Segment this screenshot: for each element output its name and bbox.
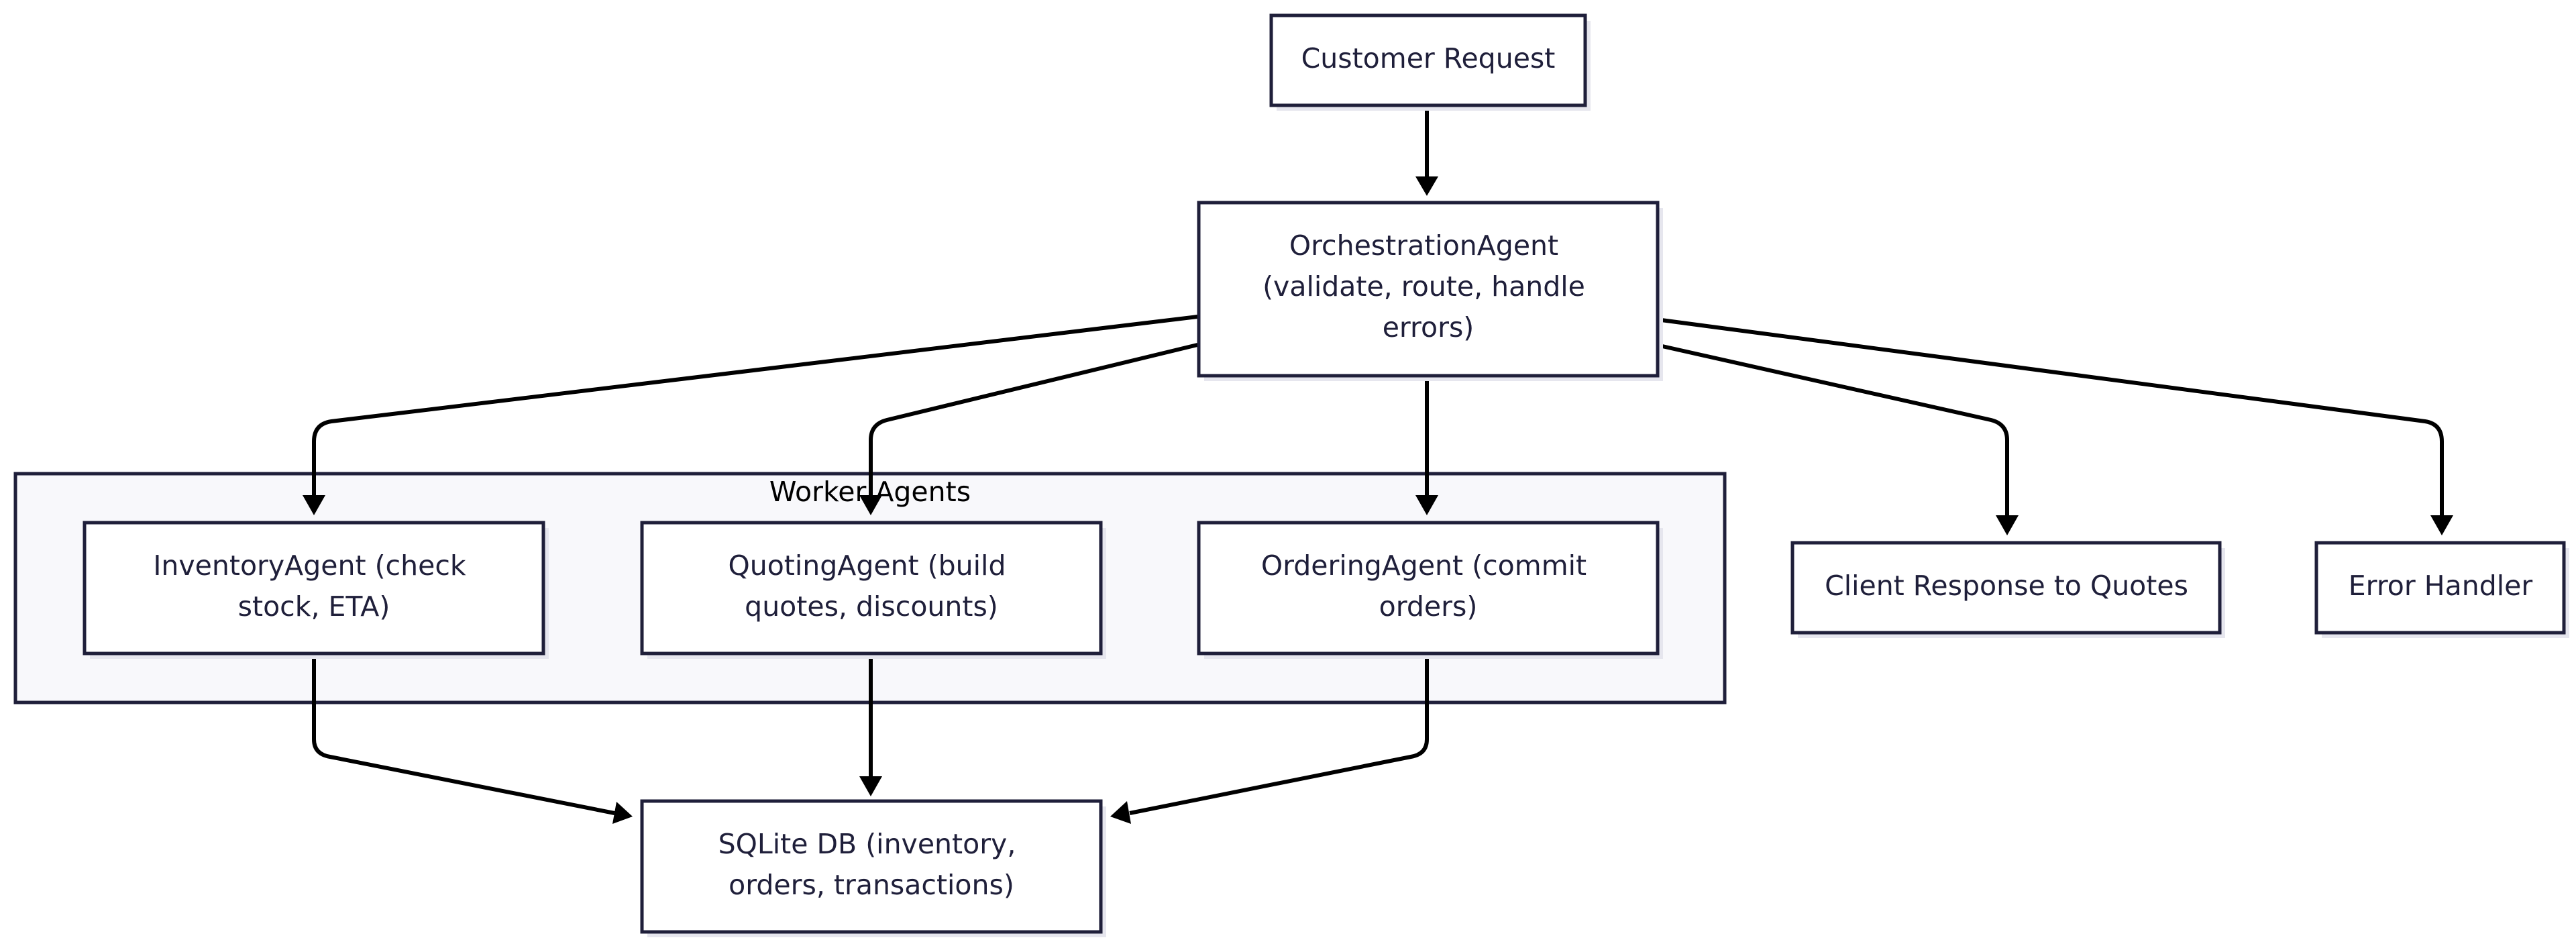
node-sqlite-db: SQLite DB (inventory, orders, transactio… bbox=[640, 799, 1106, 937]
quoting-agent-label-line1: QuotingAgent (build bbox=[728, 549, 1006, 582]
node-customer-request: Customer Request bbox=[1269, 13, 1591, 111]
svg-text:InventoryAgent (check st: InventoryAgent (check stock, ETA) bbox=[153, 549, 474, 623]
edge-orchestration-to-error-handler bbox=[1656, 317, 2453, 535]
inventory-agent-label-line2: stock, ETA) bbox=[238, 590, 390, 623]
edge-ordering-to-sqlite bbox=[1110, 653, 1429, 824]
node-inventory-agent: InventoryAgent (check stock, ETA) bbox=[83, 521, 549, 659]
edge-quoting-to-sqlite bbox=[859, 653, 882, 796]
edge-customer-to-orchestration bbox=[1415, 105, 1438, 196]
node-orchestration-agent: OrchestrationAgent (validate, route, han… bbox=[1197, 201, 1663, 381]
error-handler-label: Error Handler bbox=[2349, 570, 2533, 602]
orchestration-agent-label-line2: (validate, route, handle bbox=[1263, 270, 1585, 303]
edge-orchestration-to-client-response bbox=[1656, 343, 2019, 535]
ordering-agent-label-line1: OrderingAgent (commit bbox=[1261, 549, 1587, 582]
edge-orchestration-to-inventory bbox=[303, 315, 1198, 515]
quoting-agent-label-line2: quotes, discounts) bbox=[745, 590, 998, 623]
inventory-agent-label-line1: InventoryAgent (check bbox=[153, 549, 466, 582]
node-error-handler: Error Handler bbox=[2314, 541, 2569, 638]
svg-text:OrchestrationAgent (vali: OrchestrationAgent (validate, route, han… bbox=[1263, 229, 1594, 344]
node-ordering-agent: OrderingAgent (commit orders) bbox=[1197, 521, 1663, 659]
sqlite-db-label-line2: orders, transactions) bbox=[729, 869, 1014, 901]
orchestration-agent-label-line3: errors) bbox=[1383, 311, 1474, 344]
node-quoting-agent: QuotingAgent (build quotes, discounts) bbox=[640, 521, 1106, 659]
customer-request-label: Customer Request bbox=[1301, 42, 1556, 74]
edge-orchestration-to-ordering bbox=[1415, 376, 1438, 515]
svg-text:SQLite DB (inventory, or: SQLite DB (inventory, orders, transactio… bbox=[718, 828, 1025, 901]
worker-agents-cluster-label: Worker Agents bbox=[769, 476, 971, 508]
ordering-agent-label-line2: orders) bbox=[1379, 590, 1478, 623]
sqlite-db-label-line1: SQLite DB (inventory, bbox=[718, 828, 1016, 860]
edge-orchestration-to-quoting bbox=[859, 343, 1198, 515]
node-client-response: Client Response to Quotes bbox=[1790, 541, 2225, 638]
edge-inventory-to-sqlite bbox=[312, 653, 633, 824]
svg-text:OrderingAgent (commit or: OrderingAgent (commit orders) bbox=[1261, 549, 1595, 623]
orchestration-agent-label-line1: OrchestrationAgent bbox=[1289, 229, 1558, 262]
svg-text:Error Handler: Error Handler bbox=[2349, 570, 2533, 602]
svg-text:QuotingAgent (build quot: QuotingAgent (build quotes, discounts) bbox=[728, 549, 1014, 623]
svg-text:Customer Request: Customer Request bbox=[1301, 42, 1556, 74]
client-response-label: Client Response to Quotes bbox=[1825, 570, 2188, 602]
svg-text:Client Response to Quotes: Client Response to Quotes bbox=[1825, 570, 2188, 602]
edges bbox=[303, 105, 2453, 824]
